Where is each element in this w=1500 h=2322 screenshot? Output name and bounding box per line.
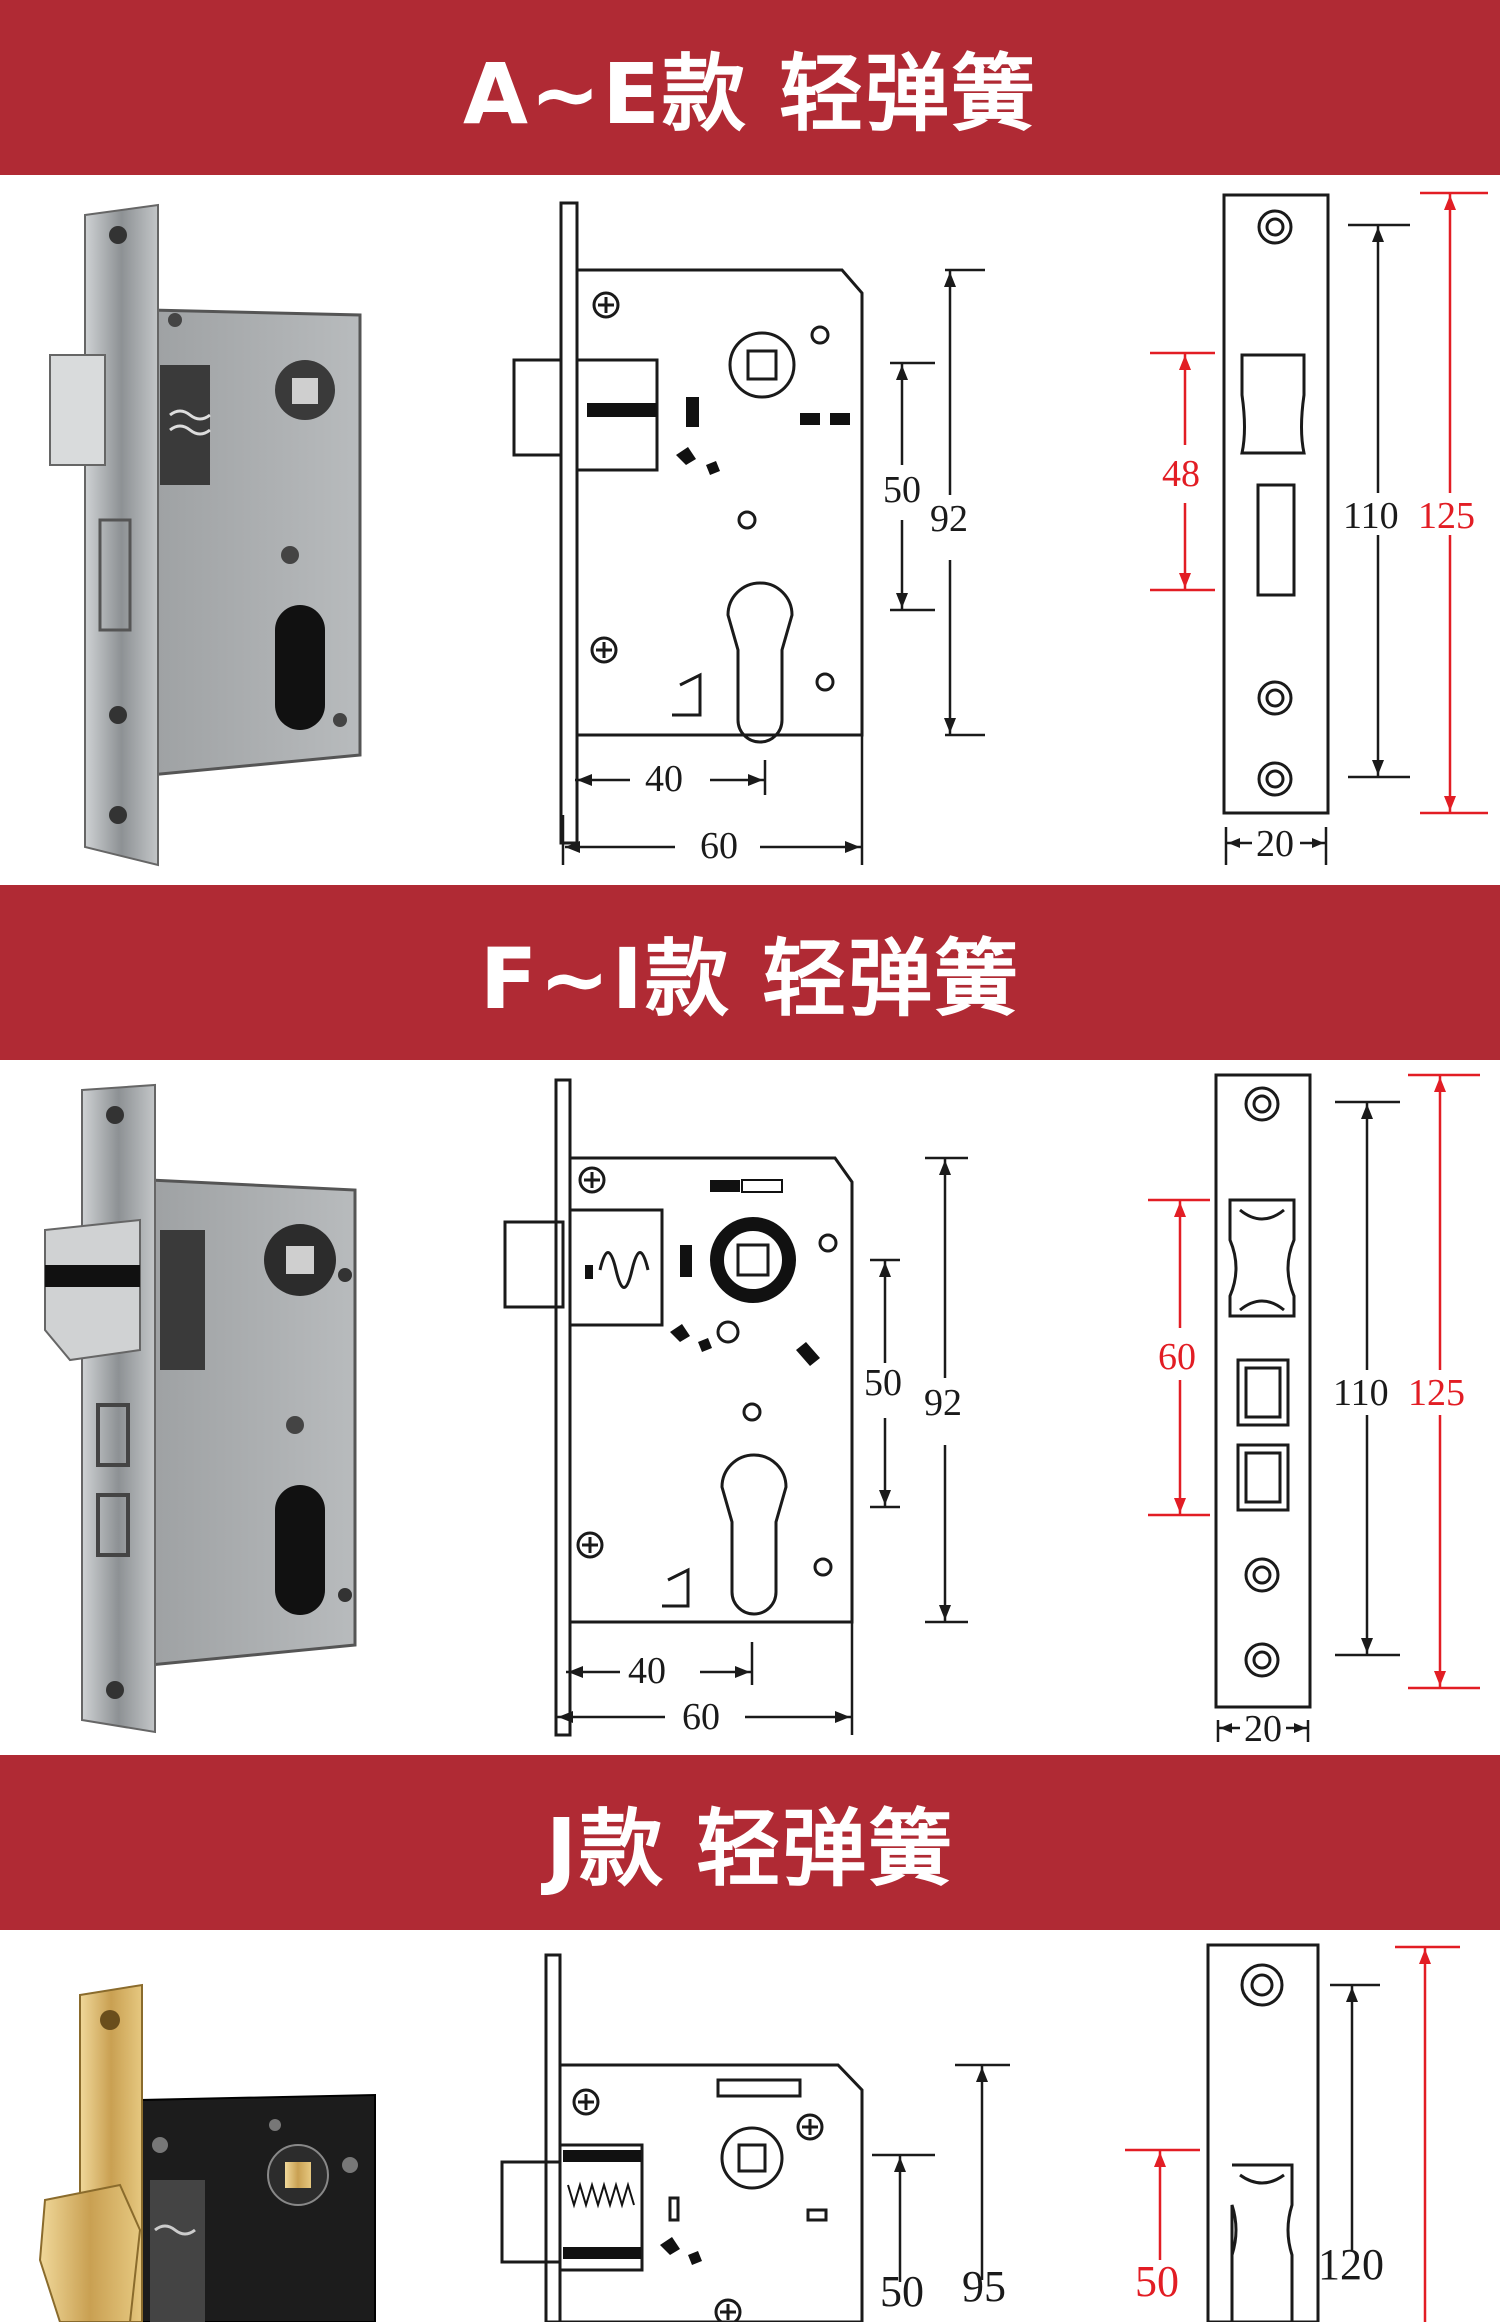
banner-title: A~E款 轻弹簧 [462, 45, 1038, 143]
dim-label-50: 50 [883, 469, 921, 511]
dim-label-face-width: 20 [1256, 823, 1294, 865]
dim-label-face-bolt: 50 [1135, 2257, 1179, 2306]
lock-body-photo-black [38, 1983, 376, 2322]
dim-label-face-inner: 110 [1333, 1372, 1389, 1414]
banner-title: F~I款 轻弹簧 [479, 930, 1021, 1028]
dim-label-face-width: 20 [1244, 1708, 1282, 1750]
dim-label-50: 50 [864, 1362, 902, 1404]
section-f-i-drawings: 40 60 50 92 20 110 125 60 [0, 1060, 1500, 1755]
section-j-drawings: 50 95 120 50 [0, 1930, 1500, 2322]
dim-label-92: 92 [924, 1382, 962, 1424]
lock-body-photo-steel [49, 203, 362, 867]
section-banner-f-i: F~I款 轻弹簧 [0, 885, 1500, 1060]
section-banner-a-e: A~E款 轻弹簧 [0, 0, 1500, 175]
dim-label-face-outer: 125 [1408, 1372, 1465, 1414]
dim-label-60: 60 [682, 1696, 720, 1738]
dim-label-40: 40 [628, 1650, 666, 1692]
dim-label-face-inner: 110 [1343, 495, 1399, 537]
dim-label-60: 60 [700, 825, 738, 867]
dim-label-face-outer: 125 [1418, 495, 1475, 537]
banner-title: J款 轻弹簧 [545, 1800, 955, 1898]
dim-label-95: 95 [962, 2262, 1006, 2311]
dim-label-face-bolt: 60 [1158, 1336, 1196, 1378]
dim-label-face-inner: 120 [1318, 2240, 1384, 2289]
section-a-e-drawings: 40 60 50 92 20 110 125 48 [0, 175, 1500, 885]
dim-label-92: 92 [930, 498, 968, 540]
dim-label-50: 50 [880, 2267, 924, 2316]
lock-body-technical-drawing [500, 1943, 1460, 2322]
lock-body-technical-drawing [512, 191, 1488, 865]
dim-label-40: 40 [645, 758, 683, 800]
dim-label-face-bolt: 48 [1162, 453, 1200, 495]
lock-body-photo-steel [44, 1083, 357, 1734]
section-banner-j: J款 轻弹簧 [0, 1755, 1500, 1930]
lock-body-technical-drawing [503, 1073, 1480, 1742]
